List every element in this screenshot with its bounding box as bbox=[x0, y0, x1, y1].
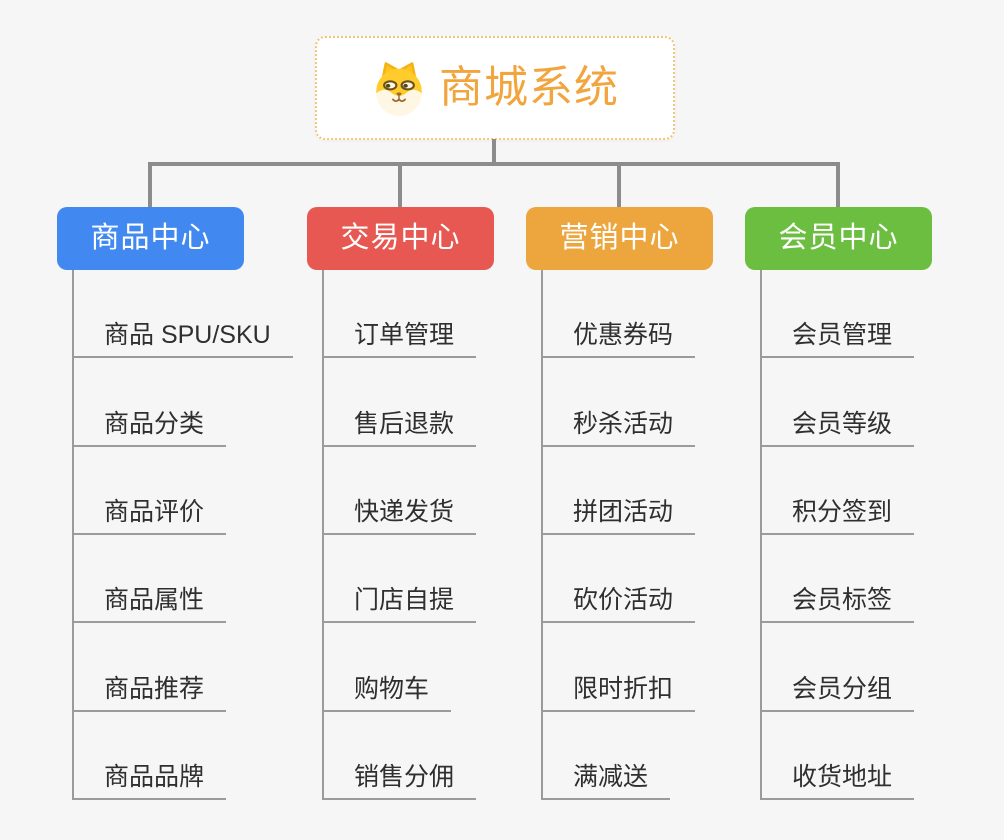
leaf-row: 销售分佣 bbox=[324, 712, 477, 800]
topic-product-brand[interactable]: 商品品牌 bbox=[74, 762, 227, 800]
children-marketing-center: 优惠券码 秒杀活动 拼团活动 砍价活动 限时折扣 满减送 bbox=[541, 270, 696, 800]
root-topic-label: 商城系统 bbox=[439, 63, 619, 112]
topic-sales-commission[interactable]: 销售分佣 bbox=[324, 762, 477, 800]
leaf-row: 订单管理 bbox=[324, 270, 477, 359]
leaf-row: 门店自提 bbox=[324, 535, 477, 624]
topic-shopping-cart[interactable]: 购物车 bbox=[324, 674, 452, 712]
topic-product-review[interactable]: 商品评价 bbox=[74, 497, 227, 535]
connector-drop-trade bbox=[398, 162, 402, 208]
leaf-row: 商品品牌 bbox=[74, 712, 293, 800]
leaf-row: 会员分组 bbox=[762, 623, 915, 712]
branch-product-center[interactable]: 商品中心 bbox=[57, 207, 244, 270]
topic-points-checkin[interactable]: 积分签到 bbox=[762, 497, 915, 535]
topic-group-buy[interactable]: 拼团活动 bbox=[543, 497, 696, 535]
leaf-row: 限时折扣 bbox=[543, 623, 696, 712]
root-topic[interactable]: 商城系统 bbox=[315, 36, 675, 140]
connector-bus bbox=[148, 162, 840, 166]
leaf-row: 会员标签 bbox=[762, 535, 915, 624]
topic-flash-sale[interactable]: 秒杀活动 bbox=[543, 409, 696, 447]
topic-product-recommend[interactable]: 商品推荐 bbox=[74, 674, 227, 712]
topic-product-spu-sku[interactable]: 商品 SPU/SKU bbox=[74, 320, 293, 359]
connector-drop-member bbox=[836, 162, 840, 208]
connector-drop-product bbox=[148, 162, 152, 208]
leaf-row: 会员等级 bbox=[762, 358, 915, 447]
leaf-row: 商品推荐 bbox=[74, 623, 293, 712]
children-product-center: 商品 SPU/SKU 商品分类 商品评价 商品属性 商品推荐 商品品牌 bbox=[72, 270, 293, 800]
topic-member-level[interactable]: 会员等级 bbox=[762, 409, 915, 447]
leaf-row: 商品分类 bbox=[74, 358, 293, 447]
leaf-row: 会员管理 bbox=[762, 270, 915, 359]
leaf-row: 售后退款 bbox=[324, 358, 477, 447]
leaf-row: 优惠券码 bbox=[543, 270, 696, 359]
branch-member-center[interactable]: 会员中心 bbox=[745, 207, 932, 270]
topic-full-reduction[interactable]: 满减送 bbox=[543, 762, 671, 800]
topic-limited-time-discount[interactable]: 限时折扣 bbox=[543, 674, 696, 712]
leaf-row: 秒杀活动 bbox=[543, 358, 696, 447]
branch-marketing-center[interactable]: 营销中心 bbox=[526, 207, 713, 270]
shiba-dog-face-icon bbox=[376, 62, 422, 116]
branch-trade-center[interactable]: 交易中心 bbox=[307, 207, 494, 270]
topic-member-management[interactable]: 会员管理 bbox=[762, 320, 915, 359]
topic-store-pickup[interactable]: 门店自提 bbox=[324, 585, 477, 624]
children-member-center: 会员管理 会员等级 积分签到 会员标签 会员分组 收货地址 bbox=[760, 270, 915, 800]
leaf-row: 收货地址 bbox=[762, 712, 915, 800]
topic-member-tag[interactable]: 会员标签 bbox=[762, 585, 915, 624]
topic-product-attribute[interactable]: 商品属性 bbox=[74, 585, 227, 624]
children-trade-center: 订单管理 售后退款 快递发货 门店自提 购物车 销售分佣 bbox=[322, 270, 477, 800]
topic-aftersale-refund[interactable]: 售后退款 bbox=[324, 409, 477, 447]
topic-bargain-activity[interactable]: 砍价活动 bbox=[543, 585, 696, 624]
leaf-row: 商品 SPU/SKU bbox=[74, 270, 293, 359]
leaf-row: 商品评价 bbox=[74, 447, 293, 535]
topic-order-management[interactable]: 订单管理 bbox=[324, 320, 477, 359]
leaf-row: 购物车 bbox=[324, 623, 476, 712]
leaf-row: 砍价活动 bbox=[543, 535, 696, 624]
connector-root-trunk bbox=[492, 139, 496, 166]
connector-drop-marketing bbox=[617, 162, 621, 208]
leaf-row: 快递发货 bbox=[324, 447, 477, 535]
leaf-row: 满减送 bbox=[543, 712, 695, 800]
topic-shipping-address[interactable]: 收货地址 bbox=[762, 762, 915, 800]
topic-express-shipping[interactable]: 快递发货 bbox=[324, 497, 477, 535]
leaf-row: 商品属性 bbox=[74, 535, 293, 624]
topic-product-category[interactable]: 商品分类 bbox=[74, 409, 227, 447]
topic-member-group[interactable]: 会员分组 bbox=[762, 674, 915, 712]
topic-coupon-code[interactable]: 优惠券码 bbox=[543, 320, 696, 359]
leaf-row: 积分签到 bbox=[762, 447, 915, 535]
leaf-row: 拼团活动 bbox=[543, 447, 696, 535]
